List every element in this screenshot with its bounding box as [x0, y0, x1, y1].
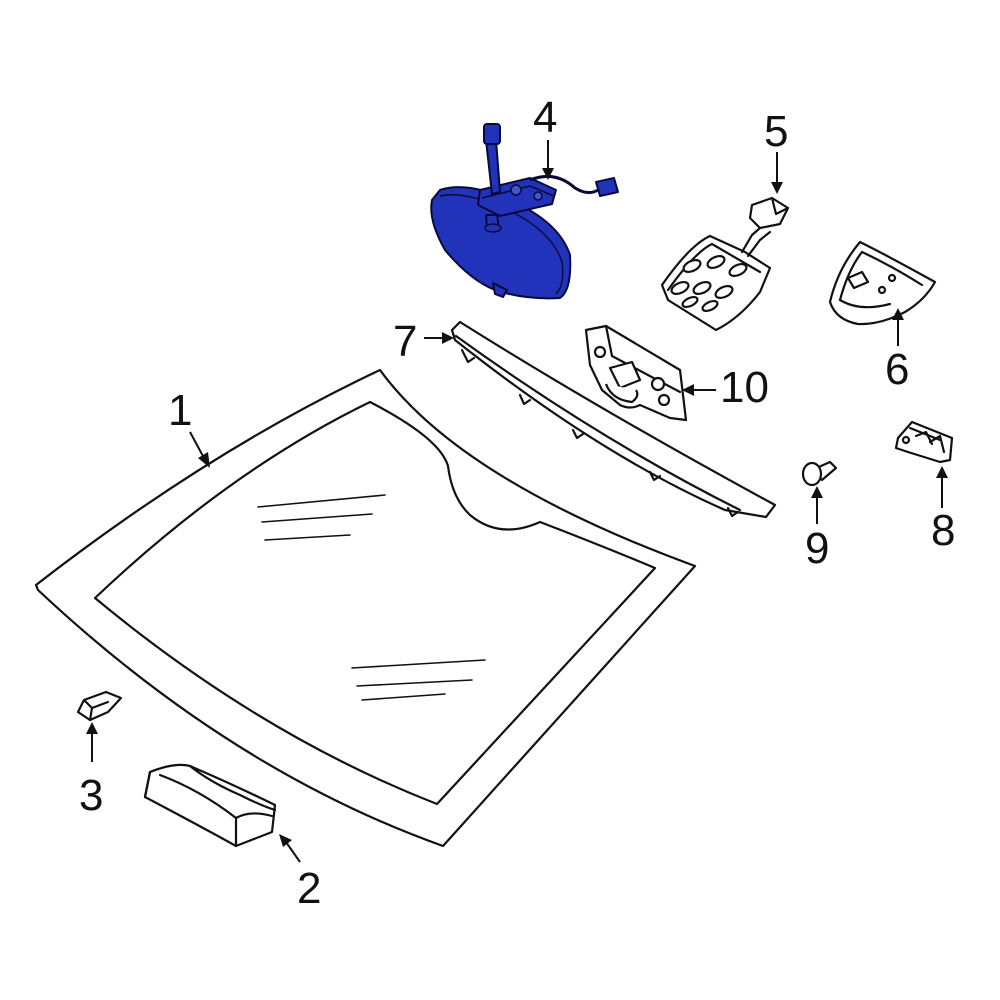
cowl-block[interactable]	[143, 763, 277, 848]
bracket[interactable]	[584, 324, 688, 422]
callout-6: 6	[885, 345, 909, 394]
cover[interactable]	[828, 240, 937, 326]
windshield[interactable]	[34, 368, 697, 848]
sensor[interactable]	[660, 196, 790, 332]
callout-10: 10	[720, 363, 769, 412]
callout-5: 5	[764, 107, 788, 156]
callout-1: 1	[168, 386, 192, 435]
callout-7: 7	[393, 317, 417, 366]
clip[interactable]	[76, 690, 123, 722]
callout-2: 2	[297, 864, 321, 913]
upper-molding[interactable]	[450, 320, 777, 519]
rear-view-mirror[interactable]	[430, 123, 619, 300]
callout-4: 4	[533, 93, 557, 142]
retainer[interactable]	[894, 420, 954, 464]
callout-9: 9	[805, 524, 829, 573]
pin[interactable]	[801, 460, 838, 487]
callout-arrows	[86, 140, 948, 863]
callout-3: 3	[79, 771, 103, 820]
callout-labels: 1 2 3 4 5 6 7 8 9 10	[79, 93, 955, 913]
callout-8: 8	[931, 506, 955, 555]
